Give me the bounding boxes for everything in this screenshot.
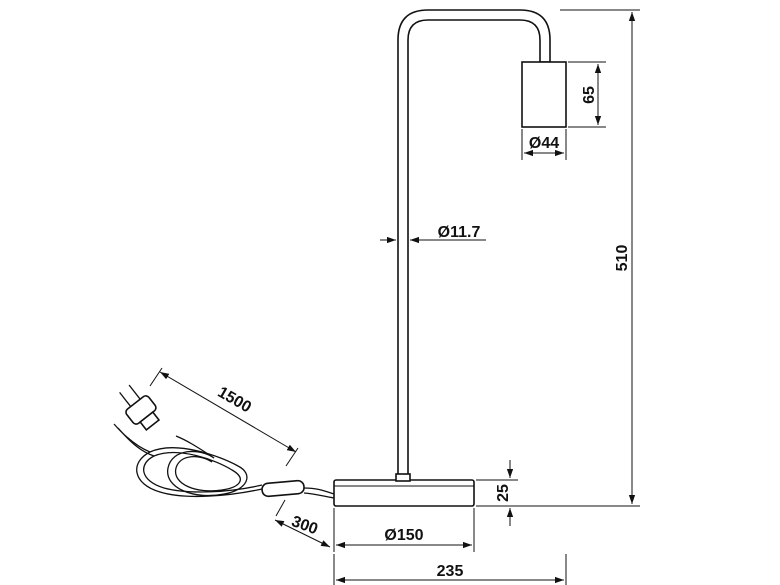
- base-height-label: 25: [495, 484, 512, 502]
- power-plug: [119, 384, 161, 432]
- switch-distance-label: 300: [289, 513, 320, 538]
- lamp-base: [333, 479, 475, 507]
- lamp-socket: [521, 61, 567, 128]
- dimension-socket-height: 65: [568, 61, 606, 128]
- dimension-switch-distance: 300: [274, 499, 335, 550]
- total-width-label: 235: [437, 563, 464, 580]
- socket-diameter-label: Ø44: [529, 135, 559, 152]
- dimension-base-diameter: Ø150: [333, 508, 475, 552]
- dimension-cable-length: 1500: [149, 367, 299, 467]
- total-height-label: 510: [614, 245, 631, 272]
- dimension-base-height: 25: [476, 460, 518, 526]
- base-diameter-label: Ø150: [384, 527, 423, 544]
- dimension-rod-diameter: Ø11.7: [380, 224, 486, 244]
- power-cable: [113, 384, 335, 499]
- dimension-total-height: 510: [480, 9, 640, 507]
- dimension-total-width: 235: [333, 554, 567, 585]
- cable-length-label: 1500: [215, 384, 254, 417]
- socket-height-label: 65: [581, 86, 598, 104]
- rod-diameter-label: Ø11.7: [438, 224, 481, 241]
- lamp-outline: [333, 9, 567, 507]
- dimension-socket-diameter: Ø44: [521, 129, 567, 160]
- inline-switch: [261, 479, 305, 498]
